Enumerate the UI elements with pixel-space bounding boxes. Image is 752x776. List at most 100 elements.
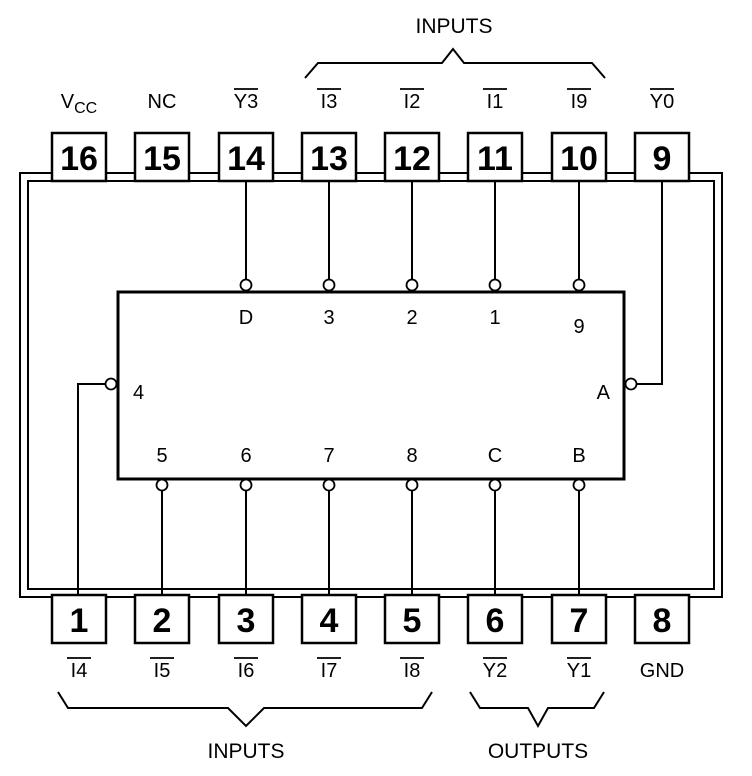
bubble-9 bbox=[572, 278, 586, 292]
pin-signal-label: I7 bbox=[321, 660, 338, 682]
pin-number: 16 bbox=[60, 140, 98, 178]
bottom-inputs-label: INPUTS bbox=[207, 740, 284, 763]
pin-box bbox=[466, 593, 524, 645]
pin-box bbox=[383, 131, 441, 183]
pin-number: 6 bbox=[486, 602, 505, 640]
pin-number: 1 bbox=[70, 602, 89, 640]
pin-number: 15 bbox=[143, 140, 181, 178]
pin-number: 10 bbox=[560, 140, 598, 178]
bubble-8 bbox=[405, 478, 419, 492]
pin-box bbox=[550, 593, 608, 645]
pin-box bbox=[133, 593, 191, 645]
bubble-3 bbox=[322, 278, 336, 292]
pin-number: 2 bbox=[153, 602, 172, 640]
bubble-1 bbox=[488, 278, 502, 292]
pin-signal-label: Y2 bbox=[483, 660, 507, 682]
bubble-4 bbox=[104, 377, 118, 391]
package-outline-outer bbox=[19, 172, 723, 598]
pin-box bbox=[466, 131, 524, 183]
inner-right-label: A bbox=[597, 382, 611, 404]
pin-box bbox=[300, 131, 358, 183]
bottom-inputs-brace bbox=[57, 691, 433, 728]
inner-top-label: 9 bbox=[573, 316, 584, 338]
pin-number: 3 bbox=[237, 602, 256, 640]
inner-top-label: 1 bbox=[489, 307, 500, 329]
wires bbox=[77, 180, 663, 597]
logic-block bbox=[116, 290, 626, 481]
pin-box bbox=[633, 593, 691, 645]
pin-signal-label: I5 bbox=[154, 660, 171, 682]
pin-signal-label: I4 bbox=[71, 660, 88, 682]
pin-signal-label: I9 bbox=[571, 91, 588, 113]
inner-top-label: 2 bbox=[406, 307, 417, 329]
pin-number: 5 bbox=[403, 602, 422, 640]
pin-number: 14 bbox=[227, 140, 265, 178]
inner-bottom-label: 5 bbox=[156, 445, 167, 467]
pin-signal-label: I8 bbox=[404, 660, 421, 682]
top-pin-9: 9 Y0 bbox=[633, 88, 691, 183]
pin-signal-label: VCC bbox=[61, 91, 97, 117]
pin-number: 12 bbox=[393, 140, 431, 178]
bubble-b bbox=[572, 478, 586, 492]
bottom-pin-7: 7Y1 bbox=[550, 593, 608, 682]
pin-number: 4 bbox=[320, 602, 339, 640]
bubble-5 bbox=[155, 478, 169, 492]
pin-box bbox=[133, 131, 191, 183]
top-inputs-label: INPUTS bbox=[415, 15, 492, 38]
pin-number: 9 bbox=[653, 140, 672, 178]
pin-signal-label: Y1 bbox=[567, 660, 591, 682]
inner-bottom-label: B bbox=[572, 445, 585, 467]
pin-box bbox=[50, 593, 108, 645]
pin-box bbox=[300, 593, 358, 645]
pin-box bbox=[633, 131, 691, 183]
bottom-pin-5: 5I8 bbox=[383, 593, 441, 682]
pin-number: 8 bbox=[653, 602, 672, 640]
pin-box bbox=[217, 131, 275, 183]
bottom-pin-2: 2I5 bbox=[133, 593, 191, 682]
top-pin-16: 16 VCC bbox=[50, 91, 108, 183]
inner-left-label: 4 bbox=[133, 382, 144, 404]
inversion-bubbles bbox=[104, 278, 638, 492]
pin-box bbox=[217, 593, 275, 645]
inner-top-label: D bbox=[239, 307, 253, 329]
inner-bottom-label: 6 bbox=[240, 445, 251, 467]
pin-signal-label: GND bbox=[640, 660, 684, 682]
pin-signal-label: NC bbox=[148, 91, 177, 113]
bubble-c bbox=[488, 478, 502, 492]
inner-bottom-label: C bbox=[488, 445, 502, 467]
inner-bottom-label: 7 bbox=[323, 445, 334, 467]
bottom-outputs-label: OUTPUTS bbox=[488, 740, 588, 763]
bottom-pin-1: 1I4 bbox=[50, 593, 108, 682]
pin-signal-label: I6 bbox=[238, 660, 255, 682]
pin-signal-label: Y0 bbox=[650, 91, 674, 113]
wire-pin1 bbox=[77, 383, 105, 597]
pin-box bbox=[550, 131, 608, 183]
pin-signal-label: I1 bbox=[487, 91, 504, 113]
top-inputs-brace bbox=[304, 47, 606, 79]
bubble-6 bbox=[239, 478, 253, 492]
pin-number: 13 bbox=[310, 140, 348, 178]
inner-bottom-label: 8 bbox=[406, 445, 417, 467]
pin-box bbox=[383, 593, 441, 645]
bubble-2 bbox=[405, 278, 419, 292]
bottom-pin-4: 4I7 bbox=[300, 593, 358, 682]
pin-number: 7 bbox=[570, 602, 589, 640]
bottom-pin-6: 6Y2 bbox=[466, 593, 524, 682]
inner-top-label: 3 bbox=[323, 307, 334, 329]
bottom-pin-3: 3I6 bbox=[217, 593, 275, 682]
bubble-7 bbox=[322, 478, 336, 492]
bubble-d bbox=[239, 278, 253, 292]
inner-labels: D 3 2 1 9 5 6 7 8 C B 4 A bbox=[133, 307, 611, 467]
pin-box bbox=[50, 131, 108, 183]
top-pin-11: 11 I1 bbox=[466, 88, 524, 183]
bubble-a bbox=[624, 377, 638, 391]
pin-number: 11 bbox=[477, 140, 513, 178]
top-pin-10: 10 I9 bbox=[550, 88, 608, 183]
